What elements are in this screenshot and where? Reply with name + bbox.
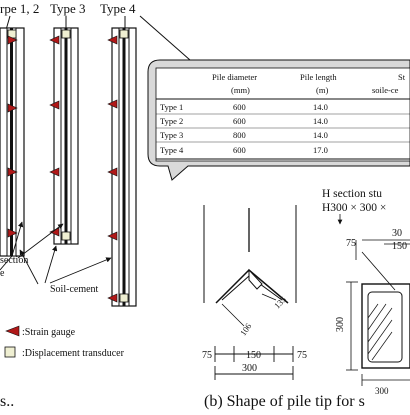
strain-gauge-icon	[107, 231, 118, 241]
caption-left: s..	[0, 393, 14, 410]
displacement-transducer-icon	[61, 29, 71, 39]
table-row-4-length: 17.0	[313, 145, 328, 155]
h-section-title-1: H section stu	[322, 188, 382, 200]
dim-75-left: 75	[202, 350, 212, 361]
legend-strain-gauge-label: :Strain gauge	[22, 327, 76, 338]
dim-150: 150	[246, 350, 261, 361]
section-label: section	[0, 255, 28, 266]
dim-300-bottom: 300	[375, 386, 389, 396]
legend-displacement-icon	[4, 346, 16, 358]
dim-300-tip: 300	[242, 363, 257, 374]
arrow-section-2	[17, 223, 64, 259]
displacement-transducer-icon	[119, 293, 129, 303]
pile-type-1-2	[0, 27, 25, 257]
table-header-mm: (mm)	[231, 85, 250, 95]
table-row-1-type: Type 1	[160, 102, 183, 112]
legend: :Strain gauge :Displacement transducer	[4, 325, 125, 359]
arrow-soil-3	[49, 257, 112, 284]
pile-type-label-4: Type 4	[100, 1, 136, 16]
arrow-soil-1	[19, 249, 39, 285]
table-header-m: (m)	[316, 85, 328, 95]
dim-300-vertical: 300	[335, 317, 346, 332]
strain-gauge-icon	[107, 35, 118, 45]
table-header-st: St	[398, 72, 406, 82]
h-section-title-2: H300 × 300 ×	[322, 202, 386, 214]
dim-135: 135	[272, 294, 288, 310]
strain-gauge-icon	[49, 35, 60, 45]
pile-type-4	[111, 27, 137, 307]
table-header-length: Pile length	[300, 72, 337, 82]
displacement-transducer-icon	[119, 29, 129, 39]
legend-displacement-label: :Displacement transducer	[22, 348, 125, 359]
strain-gauge-icon	[107, 293, 118, 303]
pile-type-label-3: Type 3	[50, 1, 86, 16]
table-row-2-diameter: 600	[233, 116, 246, 126]
strain-gauge-icon	[7, 103, 18, 113]
pile-tip-drawing	[203, 205, 297, 304]
table-row-1-length: 14.0	[313, 102, 328, 112]
table-row-4-diameter: 600	[233, 145, 246, 155]
data-table: Pile diameter Pile length St (mm) (m) so…	[156, 72, 410, 160]
pile-tip-dims: 135 106 75 150 75 300	[202, 293, 307, 380]
table-row-3-type: Type 3	[160, 130, 183, 140]
table-row-1-diameter: 600	[233, 102, 246, 112]
strain-gauges	[7, 35, 118, 303]
table-header-soile: soile-ce	[372, 85, 399, 95]
soil-cement-label: Soil-cement	[50, 284, 99, 295]
strain-gauge-icon	[107, 167, 118, 177]
displacement-transducer-icon	[61, 231, 71, 241]
dim-150-h: 150	[392, 241, 407, 252]
table-row-2-type: Type 2	[160, 116, 183, 126]
dim-75-right: 75	[297, 350, 307, 361]
arrow-section-1	[11, 221, 24, 257]
pile-type-label-1-2: rpe 1, 2	[0, 1, 39, 16]
strain-gauge-icon	[7, 228, 18, 238]
dim-30: 30	[392, 228, 402, 239]
strain-gauge-icon	[107, 99, 118, 109]
table-row-3-length: 14.0	[313, 130, 328, 140]
arrow-soil-2	[44, 245, 58, 284]
table-row-4-type: Type 4	[160, 145, 184, 155]
table-row-3-diameter: 800	[233, 130, 246, 140]
pile-type-3	[53, 27, 79, 245]
strain-gauge-icon	[49, 167, 60, 177]
strain-gauge-icon	[7, 35, 18, 45]
strain-gauge-icon	[49, 100, 60, 110]
strain-gauge-icon	[7, 167, 18, 177]
dim-106: 106	[238, 321, 254, 337]
e-label: e	[0, 268, 5, 279]
table-header-diameter: Pile diameter	[212, 72, 257, 82]
table-callout	[139, 15, 410, 181]
h-section-drawing: 30 150 75 300 300	[335, 228, 410, 396]
dim-75-h: 75	[346, 238, 356, 249]
arrow-left-edge	[0, 255, 13, 271]
caption-right: (b) Shape of pile tip for s	[204, 393, 365, 410]
table-row-2-length: 14.0	[313, 116, 328, 126]
legend-strain-gauge-icon	[5, 325, 20, 337]
